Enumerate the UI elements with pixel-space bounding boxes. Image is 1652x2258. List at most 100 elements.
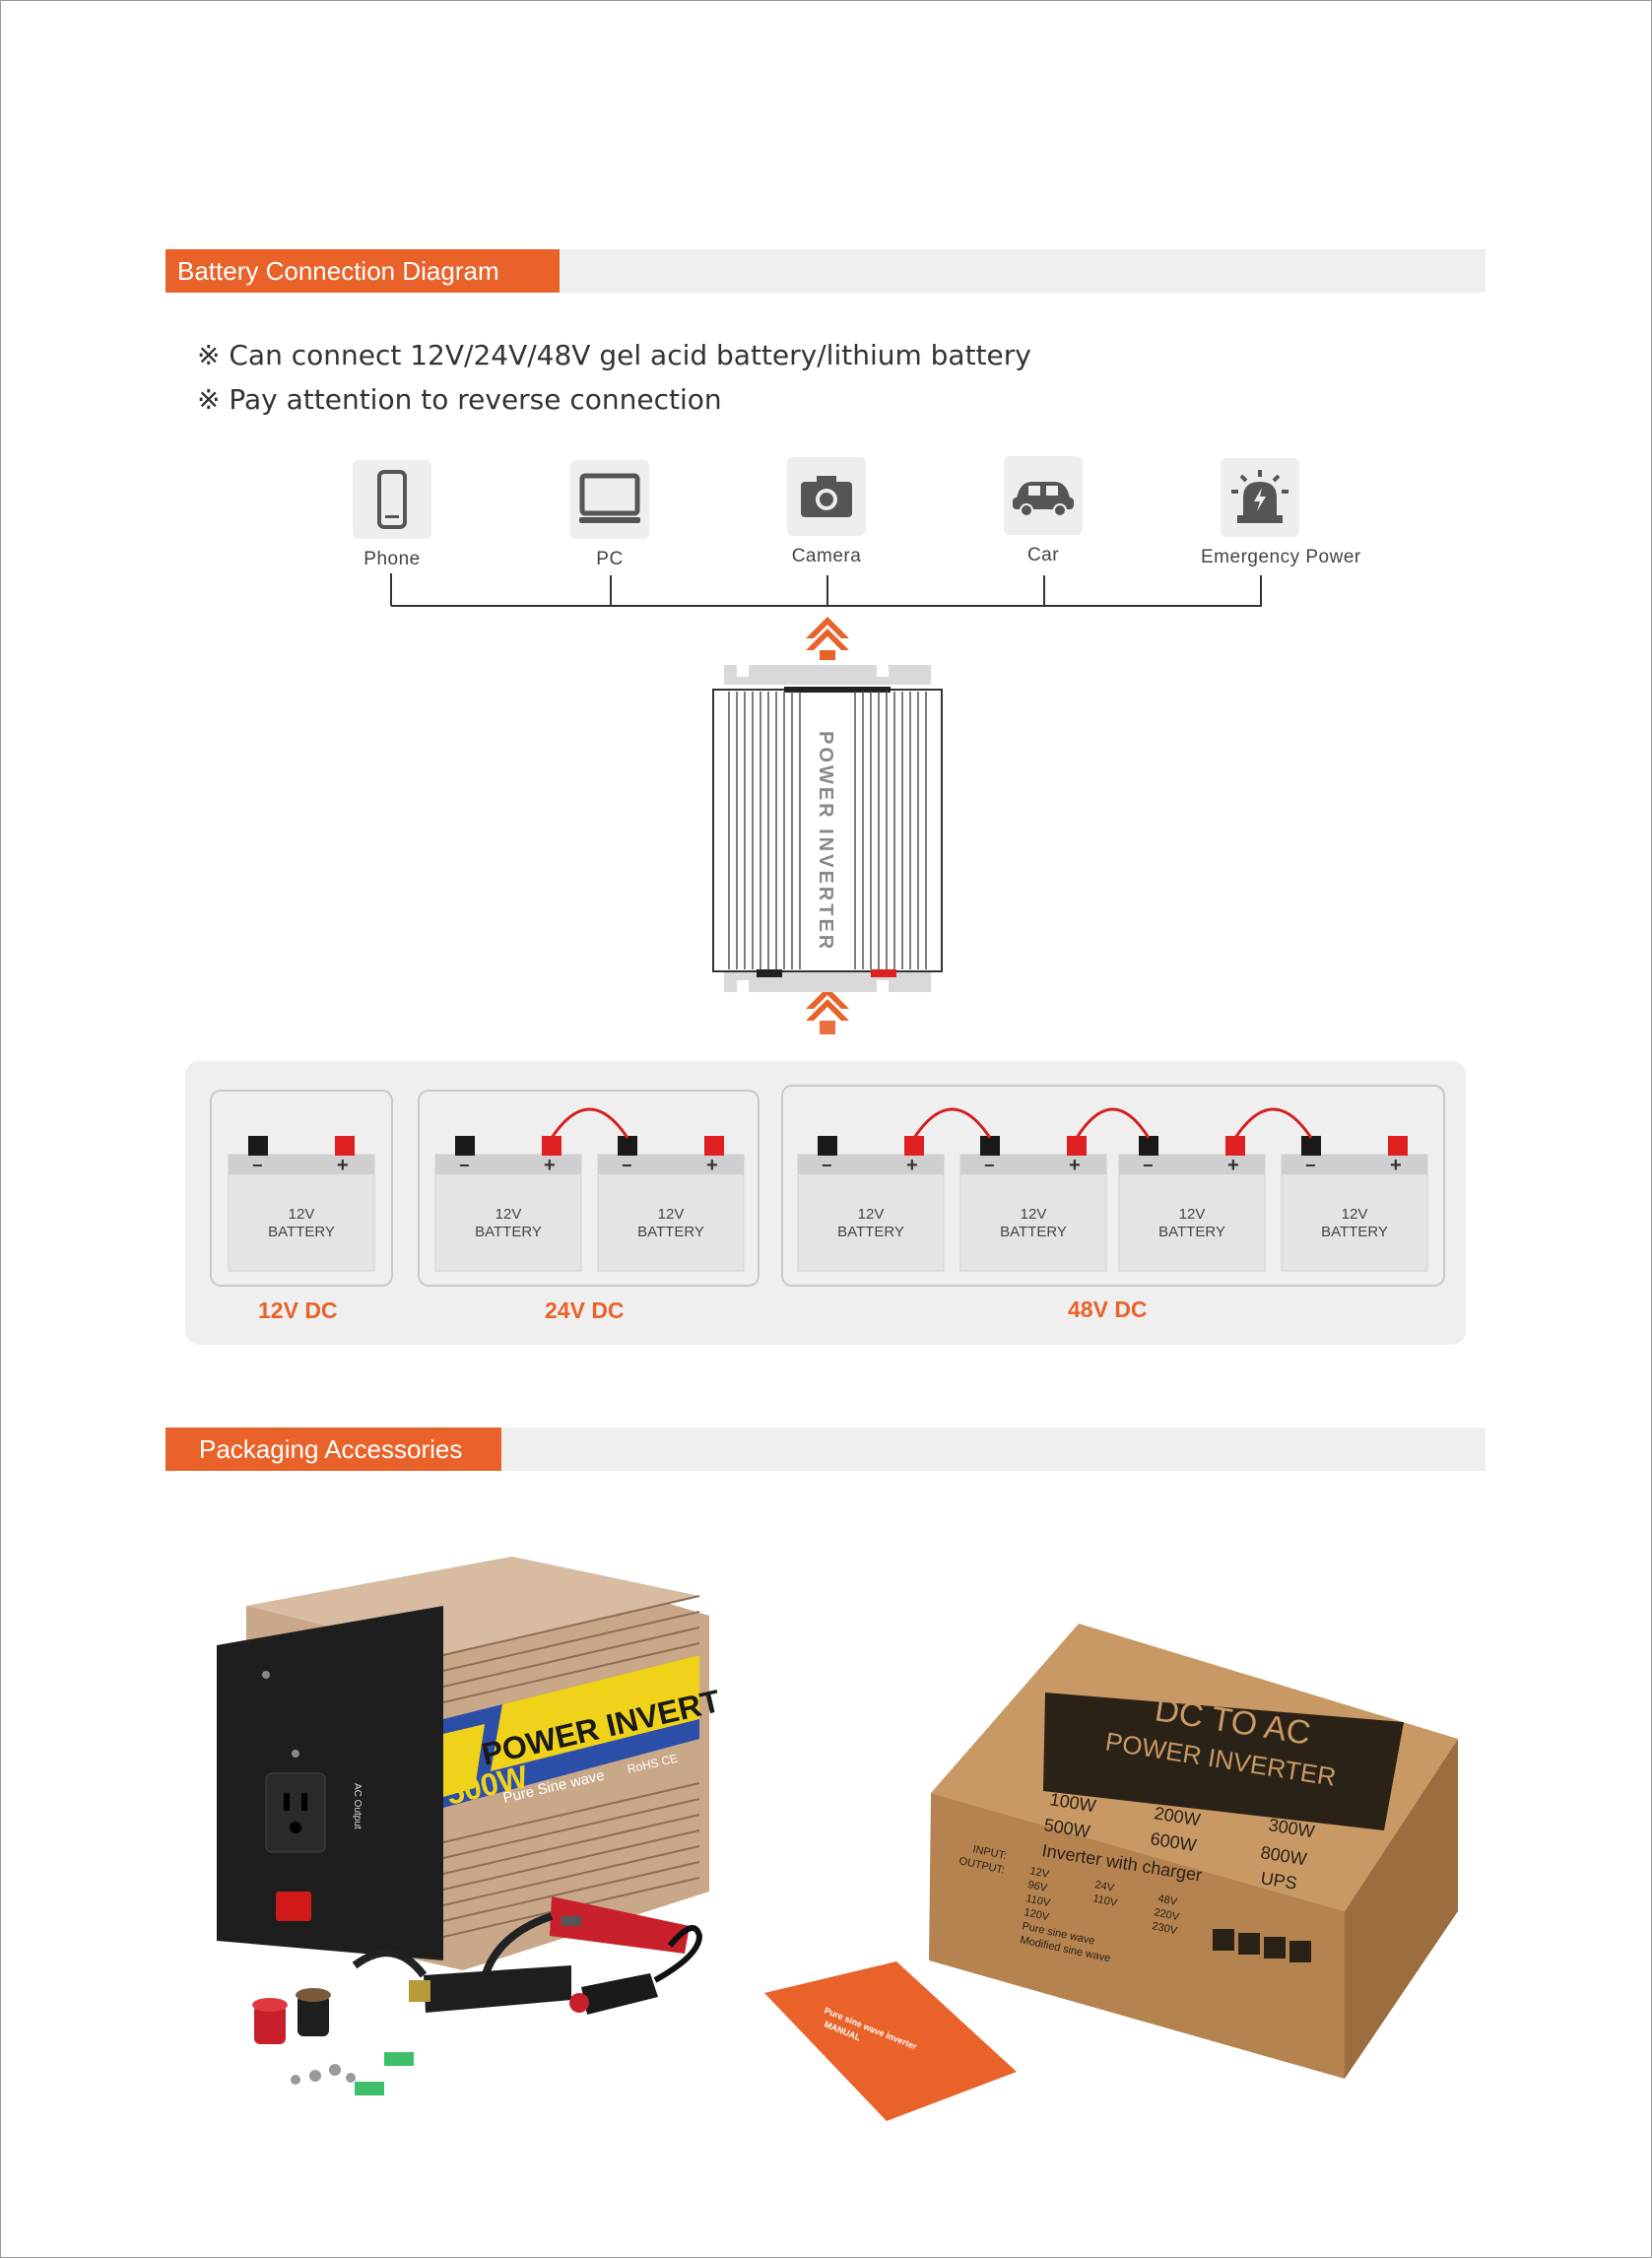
dc-label-48v: 48V DC bbox=[1068, 1296, 1148, 1322]
jumper-cable bbox=[550, 1107, 629, 1139]
device-camera: Camera bbox=[767, 457, 886, 567]
device-label: Car bbox=[1026, 545, 1060, 565]
emergency-light-icon bbox=[1231, 470, 1289, 523]
inverter-product-photo: POWER INVERTER 500W Pure Sine wave RoHS … bbox=[217, 1557, 719, 1970]
svg-text:−: − bbox=[622, 1156, 632, 1175]
dc-label-12v: 12V DC bbox=[258, 1297, 338, 1323]
svg-text:−: − bbox=[822, 1156, 832, 1175]
power-switch-icon bbox=[276, 1892, 311, 1921]
device-phone: Phone bbox=[333, 460, 451, 570]
negative-terminal bbox=[248, 1136, 268, 1156]
negative-terminal bbox=[980, 1136, 1000, 1156]
inverter-diagram: POWER INVERTER bbox=[712, 665, 943, 992]
svg-text:−: − bbox=[459, 1156, 470, 1175]
fuse-icon bbox=[355, 2052, 414, 2095]
box-output-option: 220V bbox=[1153, 1906, 1180, 1923]
note-reverse-connection: ※ Pay attention to reverse connection bbox=[197, 383, 722, 416]
svg-text:+: + bbox=[1069, 1155, 1081, 1176]
box-input-option: 110V bbox=[1091, 1893, 1118, 1909]
negative-terminal bbox=[455, 1136, 475, 1156]
svg-text:+: + bbox=[544, 1155, 556, 1176]
negative-terminal bbox=[757, 969, 782, 977]
negative-terminal bbox=[618, 1136, 637, 1156]
accessories-photo bbox=[252, 1896, 703, 2095]
packaging-box-photo: DC TO AC POWER INVERTER 100W 200W 300W 5… bbox=[929, 1624, 1458, 2079]
device-label: Camera bbox=[791, 546, 862, 566]
positive-terminal bbox=[704, 1136, 724, 1156]
manual-photo: Pure sine wave inverter MANUAL bbox=[764, 1961, 1017, 2121]
battery-voltage-label: 12V bbox=[496, 1206, 522, 1223]
black-clamp-icon bbox=[352, 1949, 571, 2013]
box-output-option: 120V bbox=[1023, 1906, 1050, 1923]
positive-terminal bbox=[871, 969, 896, 977]
positive-terminal bbox=[542, 1136, 562, 1156]
positive-terminal bbox=[1388, 1136, 1408, 1156]
battery-group-48v bbox=[781, 1085, 1445, 1287]
device-label: Phone bbox=[363, 549, 421, 569]
negative-terminal bbox=[1139, 1136, 1158, 1156]
battery-type-label: BATTERY bbox=[1158, 1224, 1225, 1240]
battery-voltage-label: 12V bbox=[1021, 1206, 1047, 1223]
box-input-option: 24V bbox=[1093, 1879, 1115, 1894]
battery-type-label: BATTERY bbox=[637, 1224, 704, 1240]
device-car: Car bbox=[984, 456, 1102, 566]
battery-voltage-label: 12V bbox=[1342, 1206, 1368, 1223]
svg-text:−: − bbox=[252, 1156, 263, 1175]
section-header-battery: Battery Connection Diagram bbox=[165, 249, 1486, 293]
input-arrow-icon bbox=[806, 987, 849, 1034]
svg-text:+: + bbox=[906, 1155, 918, 1176]
ac-outlet-icon bbox=[265, 1772, 326, 1853]
svg-text:+: + bbox=[1390, 1155, 1402, 1176]
terminal-cap-icon bbox=[252, 1988, 331, 2044]
svg-text:−: − bbox=[1143, 1156, 1154, 1175]
svg-text:−: − bbox=[1305, 1156, 1316, 1175]
battery-type-label: BATTERY bbox=[475, 1224, 542, 1240]
phone-icon bbox=[377, 470, 407, 529]
positive-terminal bbox=[335, 1136, 355, 1156]
battery-type-label: BATTERY bbox=[837, 1224, 904, 1240]
box-input-option: 12V bbox=[1028, 1865, 1050, 1881]
inverter-label: POWER INVERTER bbox=[815, 731, 836, 952]
jumper-cable bbox=[1233, 1107, 1313, 1139]
section-title: Battery Connection Diagram bbox=[165, 249, 560, 293]
battery-type-label: BATTERY bbox=[1000, 1224, 1067, 1240]
section-header-packaging: Packaging Accessories bbox=[165, 1428, 1486, 1471]
car-icon bbox=[1013, 482, 1074, 517]
dc-label-24v: 24V DC bbox=[545, 1297, 625, 1323]
battery-voltage-label: 12V bbox=[1179, 1206, 1206, 1223]
washer-icon bbox=[291, 2064, 356, 2085]
box-handling-icons bbox=[1213, 1929, 1311, 1962]
battery-voltage-label: 12V bbox=[658, 1206, 685, 1223]
jumper-cable bbox=[912, 1107, 992, 1139]
device-label: PC bbox=[596, 549, 624, 569]
svg-text:−: − bbox=[984, 1156, 995, 1175]
box-input-option: 48V bbox=[1156, 1893, 1178, 1908]
camera-icon bbox=[801, 476, 852, 517]
jumper-cable bbox=[1075, 1107, 1151, 1139]
svg-text:+: + bbox=[337, 1155, 349, 1176]
box-output-option: 110V bbox=[1024, 1893, 1051, 1909]
battery-voltage-label: 12V bbox=[858, 1206, 885, 1223]
box-output-option: 230V bbox=[1151, 1920, 1178, 1937]
cigarette-plug-icon bbox=[569, 1925, 703, 2015]
svg-text:+: + bbox=[706, 1155, 718, 1176]
negative-terminal bbox=[818, 1136, 837, 1156]
battery-type-label: BATTERY bbox=[1321, 1224, 1388, 1240]
section-title: Packaging Accessories bbox=[165, 1428, 501, 1471]
battery-panel: −+12VBATTERY−+12VBATTERY−+12VBATTERY−+12… bbox=[185, 1061, 1466, 1345]
device-pc: PC bbox=[551, 460, 669, 570]
battery-voltage-label: 12V bbox=[289, 1206, 315, 1223]
output-arrow-icon bbox=[806, 617, 849, 660]
battery-type-label: BATTERY bbox=[268, 1224, 335, 1240]
box-input-option: 96V bbox=[1026, 1879, 1048, 1894]
note-battery-types: ※ Can connect 12V/24V/48V gel acid batte… bbox=[197, 339, 1031, 371]
positive-terminal bbox=[1225, 1136, 1245, 1156]
device-connector-lines bbox=[390, 573, 1262, 607]
negative-terminal bbox=[1301, 1136, 1321, 1156]
